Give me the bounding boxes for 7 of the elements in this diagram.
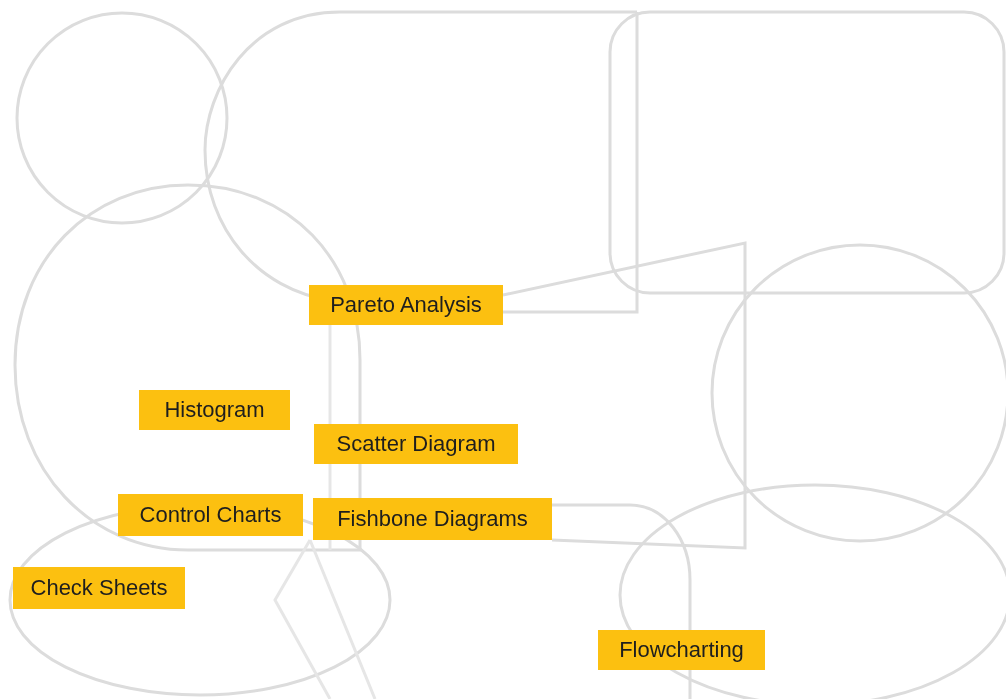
label-tag: Check Sheets	[13, 567, 185, 609]
label-tag: Histogram	[139, 390, 290, 430]
label-tag: Control Charts	[118, 494, 303, 536]
label-tag: Pareto Analysis	[309, 285, 503, 325]
label-tag: Fishbone Diagrams	[313, 498, 552, 540]
label-tag: Scatter Diagram	[314, 424, 518, 464]
label-tag: Flowcharting	[598, 630, 765, 670]
